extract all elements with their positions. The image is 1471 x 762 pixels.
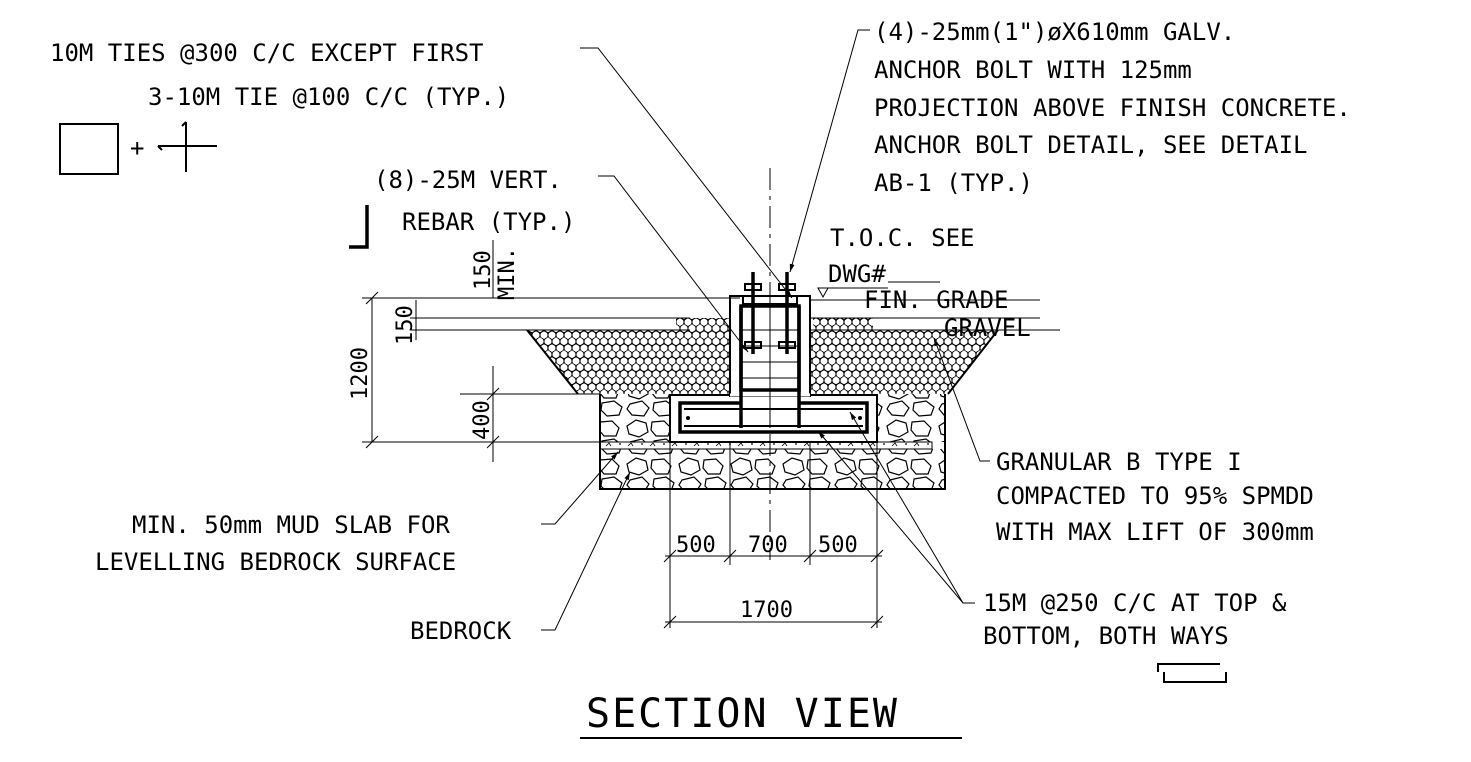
gravel-top-left: [676, 318, 736, 330]
tie-square-symbol: [59, 123, 119, 175]
dim-1200: 1200: [348, 347, 373, 400]
horizontal-dimensions: [663, 442, 884, 629]
ties-note-line-2: 3-10M TIE @100 C/C (TYP.): [148, 83, 509, 111]
dim-min-label: MIN.: [495, 247, 520, 300]
excavation-slope-right-upper: [947, 329, 999, 395]
rebar15m-note-line-1: 15M @250 C/C AT TOP &: [983, 589, 1287, 617]
dim-150: 150: [393, 305, 418, 345]
toc-note-line-1: T.O.C. SEE: [830, 224, 975, 252]
leader-lines: [541, 29, 990, 631]
rebar-bend-symbol: [1157, 663, 1227, 683]
dim-150-min: 150: [471, 250, 496, 290]
mud-slab-note-line-2: LEVELLING BEDROCK SURFACE: [95, 548, 456, 576]
toc-note-line-2: DWG#: [828, 260, 886, 288]
dim-400: 400: [470, 400, 495, 440]
footing-rebar: [678, 401, 869, 434]
rebar15m-note-line-2: BOTTOM, BOTH WAYS: [983, 622, 1229, 650]
mud-slab: [599, 441, 933, 450]
ties-note-line-1: 10M TIES @300 C/C EXCEPT FIRST: [50, 39, 483, 67]
tie-plus-symbol: +: [130, 134, 144, 162]
crosstie-symbol: [157, 121, 217, 172]
vert-rebar-note-line-2: REBAR (TYP.): [402, 208, 575, 236]
pedestal-rebar: [739, 304, 801, 428]
vert-bar-symbol: [349, 205, 369, 249]
gravel-top-right: [813, 318, 873, 330]
dim-1700: 1700: [740, 598, 793, 623]
granular-note-line-3: WITH MAX LIFT OF 300mm: [996, 518, 1314, 546]
anchor-note-line-2: ANCHOR BOLT WITH 125mm: [874, 56, 1192, 84]
anchor-note-line-1: (4)-25mm(1")øX610mm GALV.: [874, 18, 1235, 46]
mud-slab-note-line-1: MIN. 50mm MUD SLAB FOR: [132, 511, 450, 539]
anchor-note-line-3: PROJECTION ABOVE FINISH CONCRETE.: [874, 94, 1351, 122]
dim-500-right: 500: [818, 533, 858, 558]
section-view-title: SECTION VIEW: [586, 691, 899, 737]
bedrock-zone: [600, 449, 945, 489]
granular-note-line-2: COMPACTED TO 95% SPMDD: [996, 482, 1314, 510]
excavation-slope-left-upper: [526, 329, 579, 395]
granular-note-line-1: GRANULAR B TYPE I: [996, 448, 1242, 476]
anchor-note-line-4: ANCHOR BOLT DETAIL, SEE DETAIL: [874, 131, 1307, 159]
bedrock-label: BEDROCK: [410, 617, 512, 645]
tie-hook-symbol: [112, 123, 119, 134]
vert-rebar-note-line-1: (8)-25M VERT.: [374, 166, 562, 194]
anchor-note-line-5: AB-1 (TYP.): [874, 169, 1033, 197]
dim-700: 700: [748, 533, 788, 558]
toc-level-marker: [817, 287, 829, 299]
vertical-dimensions: [362, 240, 740, 462]
dim-500-left: 500: [676, 533, 716, 558]
